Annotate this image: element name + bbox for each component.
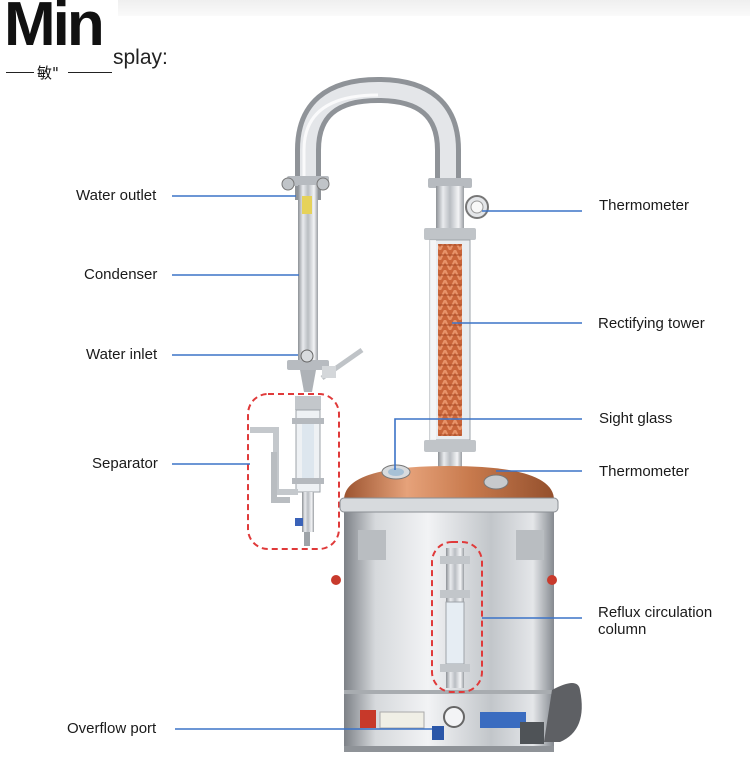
label-reflux-line2: column (598, 621, 647, 638)
leader-lines (172, 195, 582, 730)
rectifying-tower (424, 178, 489, 470)
label-sight-glass: Sight glass (599, 410, 673, 427)
separator-highlight (247, 393, 340, 550)
brand-logo: Min 敏" (0, 0, 118, 92)
separator-unit (250, 396, 324, 546)
logo-subtext: 敏" (37, 64, 59, 82)
condenser-column (281, 176, 364, 392)
leader-sight-glass (394, 418, 582, 470)
logo-wordmark: Min (4, 0, 105, 59)
reflux-highlight (431, 541, 483, 693)
gooseneck-pipe (295, 76, 461, 200)
label-water-outlet: Water outlet (76, 187, 157, 204)
label-rectifying-tower: Rectifying tower (598, 315, 705, 332)
reflux-column (440, 548, 470, 688)
logo-rule-left (6, 72, 34, 73)
label-separator: Separator (92, 455, 158, 472)
top-banner-strip (118, 0, 750, 16)
section-heading: splay: (113, 46, 168, 69)
label-condenser: Condenser (84, 266, 158, 283)
label-thermometer-lid: Thermometer (599, 463, 690, 480)
logo-rule-right (68, 72, 112, 73)
label-overflow-port: Overflow port (67, 720, 157, 737)
label-thermometer-top: Thermometer (599, 197, 690, 214)
label-water-inlet: Water inlet (86, 346, 158, 363)
label-reflux-line1: Reflux circulation (598, 604, 713, 621)
boiler-pot (331, 464, 582, 752)
